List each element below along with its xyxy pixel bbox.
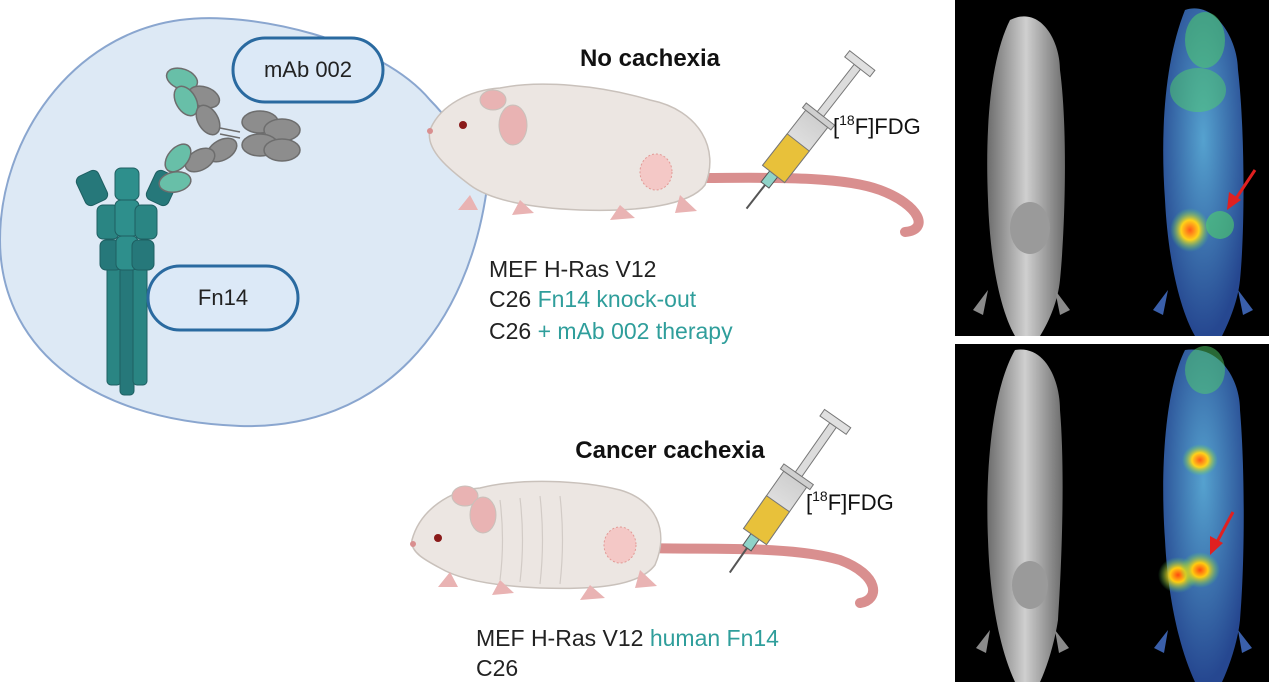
scan-divider bbox=[955, 336, 1269, 344]
top-line-3: C26 + mAb 002 therapy bbox=[489, 318, 733, 344]
ct-image-top bbox=[973, 16, 1070, 336]
pet-scan-bottom bbox=[955, 344, 1269, 682]
receptor-icon bbox=[75, 167, 179, 396]
antibody-icon bbox=[158, 67, 301, 193]
bottom-models-list: MEF H-Ras V12 human Fn14 C26 bbox=[476, 625, 779, 681]
arrow-icon bbox=[1227, 169, 1257, 210]
tumor-icon bbox=[603, 526, 637, 564]
top-models-list: MEF H-Ras V12 C26 Fn14 knock-out C26 + m… bbox=[489, 256, 733, 344]
top-line-2: C26 Fn14 knock-out bbox=[489, 286, 697, 312]
pet-scan-top bbox=[955, 0, 1269, 337]
syringe-icon bbox=[745, 49, 876, 210]
ct-image-bottom bbox=[976, 349, 1069, 682]
bottom-heading: Cancer cachexia bbox=[575, 437, 765, 464]
bottom-line-1: MEF H-Ras V12 human Fn14 bbox=[476, 625, 779, 651]
receptor-label-box: Fn14 bbox=[146, 264, 300, 332]
receptor-label: Fn14 bbox=[198, 285, 248, 310]
antibody-label: mAb 002 bbox=[264, 57, 352, 82]
tumor-icon bbox=[639, 153, 673, 191]
top-tracer-label: [18F]FDG bbox=[833, 112, 921, 139]
mouse-icon bbox=[410, 480, 879, 608]
arrow-icon bbox=[1210, 511, 1235, 555]
syringe-icon bbox=[728, 408, 852, 574]
top-line-1: MEF H-Ras V12 bbox=[489, 256, 656, 282]
mouse-icon bbox=[427, 83, 924, 237]
antibody-label-box: mAb 002 bbox=[231, 36, 385, 104]
pet-image-bottom bbox=[1154, 346, 1252, 682]
bottom-tracer-label: [18F]FDG bbox=[806, 488, 894, 515]
bottom-line-2: C26 bbox=[476, 655, 518, 681]
top-heading: No cachexia bbox=[580, 45, 721, 72]
pet-image-top bbox=[1153, 8, 1253, 337]
